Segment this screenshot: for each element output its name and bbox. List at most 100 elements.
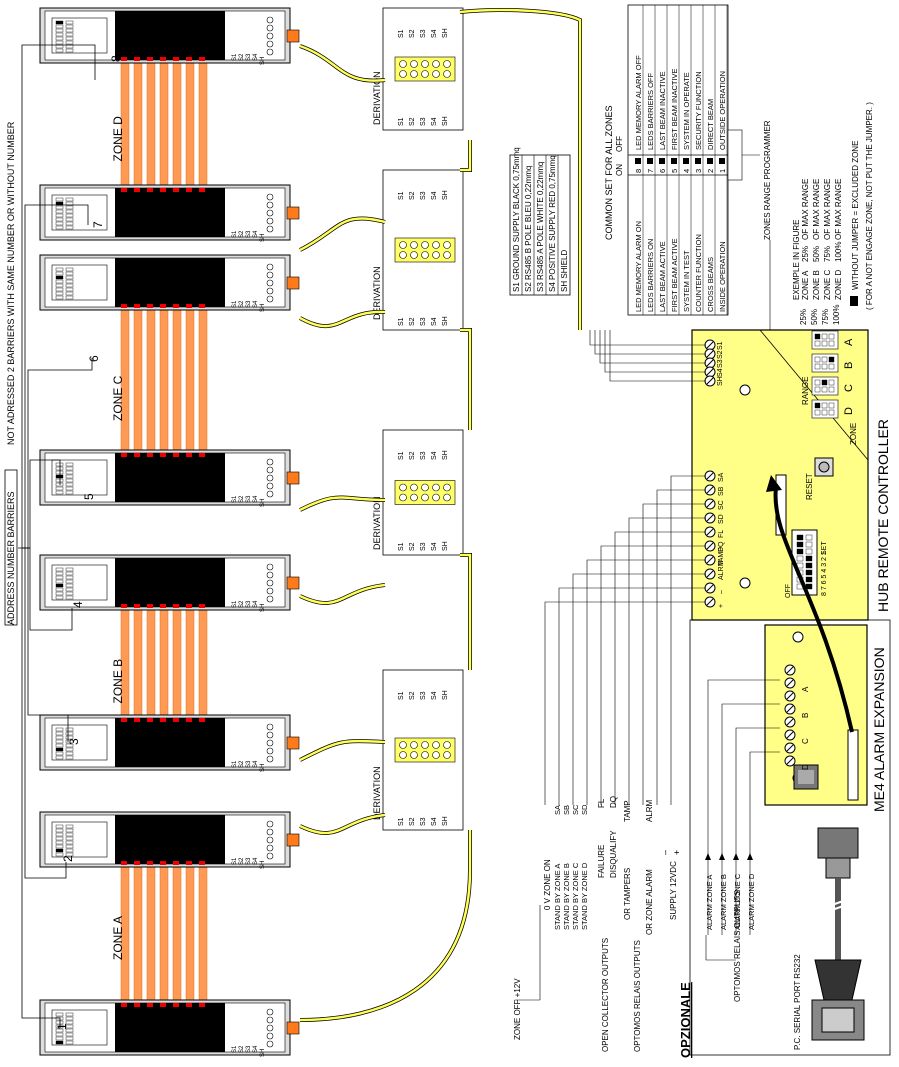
barrier-terminal-sh: SH xyxy=(260,764,266,772)
beam xyxy=(146,849,156,1021)
cable xyxy=(299,739,386,762)
derivation-terminal-s4: S4 xyxy=(431,542,438,551)
supply-label: SUPPLY 12VDC xyxy=(669,861,678,920)
dip-num-7: 7 xyxy=(646,169,655,173)
dip-on-1: INSIDE OPERATION xyxy=(718,241,727,312)
barrier-terminal-sh: SH xyxy=(260,861,266,869)
barrier-terminal-s4: S4 xyxy=(253,495,259,503)
beam xyxy=(172,849,182,1021)
standby-label: STAND BY ZONE B xyxy=(562,863,571,930)
beam xyxy=(198,849,208,1021)
derivation-terminal-s1: S1 xyxy=(398,117,405,126)
range-row-zone: ZONE C xyxy=(823,270,832,300)
barrier-number-4: 4 xyxy=(71,601,85,608)
barrier-terminal-s2: S2 xyxy=(239,857,245,865)
hub-zone-label: ZONE xyxy=(849,423,858,445)
zone-off-label: ZONE OFF +12V xyxy=(513,978,522,1040)
dip-on-5: FIRST BEAM ACTIVE xyxy=(670,238,679,312)
hub-zone-d: D xyxy=(843,407,855,415)
barrier-terminal-sh: SH xyxy=(260,304,266,312)
derivation-terminal-sh: SH xyxy=(442,541,449,551)
range-row-zone: ZONE D xyxy=(834,270,843,300)
range-scale-1: 50% xyxy=(810,309,819,325)
dip-on-2: CROSS BEAMS xyxy=(706,257,715,312)
optomos-label-2: OPTOMOS RELAIS OUTPUTS xyxy=(733,890,742,1002)
derivation-terminal-s4: S4 xyxy=(431,817,438,826)
dip-num-8: 8 xyxy=(634,169,643,173)
barrier-terminal-s3: S3 xyxy=(246,495,252,503)
wire-row-s2: S2 RS485 B POLE BLEU 0,22mmq xyxy=(524,166,533,292)
hub-bottom-terminal: DQ xyxy=(718,541,725,552)
barrier-terminal-sh: SH xyxy=(260,234,266,242)
hub-dip-digits: 8 7 6 5 4 3 2 1 xyxy=(821,551,828,596)
barrier-terminal-s3: S3 xyxy=(246,300,252,308)
barrier-number-8: 8 xyxy=(109,55,123,62)
derivation-terminal-s2: S2 xyxy=(409,191,416,200)
beam xyxy=(133,849,143,1021)
range-programmer-title: ZONES RANGE PROGRAMMER xyxy=(763,120,772,240)
barrier-terminal-s3: S3 xyxy=(246,857,252,865)
dip-num-6: 6 xyxy=(658,169,667,173)
wire-row-sh: SH SHIELD xyxy=(560,250,569,292)
alarm-zone-label: ALARM ZONE B xyxy=(719,874,728,930)
hub-top-terminal-sh: SH xyxy=(717,376,724,386)
derivation-terminal-sh: SH xyxy=(442,28,449,38)
range-row-zone: ZONE B xyxy=(812,270,821,300)
barrier-terminal-s3: S3 xyxy=(246,53,252,61)
barrier-terminal-sh: SH xyxy=(260,1049,266,1057)
zone-a-label: ZONE A xyxy=(111,916,125,960)
wire-row-s1: S1 GROUND SUPPLY BLACK 0,75mmq xyxy=(512,147,521,292)
barrier-terminal-s1: S1 xyxy=(232,600,238,608)
derivation-terminal-s3: S3 xyxy=(420,117,427,126)
dip-off-8: LED MEMORY ALARM OFF xyxy=(634,55,643,150)
cable xyxy=(460,553,472,670)
hub-top-terminal-s1: S1 xyxy=(717,341,724,350)
barrier-terminal-s4: S4 xyxy=(253,230,259,238)
derivation-terminal-s4: S4 xyxy=(431,691,438,700)
range-row-pct: 25% xyxy=(801,246,810,262)
hub-zone-b: B xyxy=(843,362,855,369)
barrier-terminal-s1: S1 xyxy=(232,300,238,308)
alarm-zone-label: ALARM ZONE D xyxy=(747,873,756,930)
address-notes: ADDRESS NUMBER BARRIERS NOT ADRESSED 2 B… xyxy=(4,44,96,1028)
range-scale-2: 75% xyxy=(821,309,830,325)
dip-off-6: LAST BEAM INACTIVE xyxy=(658,71,667,150)
derivation-terminal-s4: S4 xyxy=(431,117,438,126)
cable-core xyxy=(299,583,386,605)
hub-top-terminal-s2: S2 xyxy=(717,350,724,359)
barrier-terminal-s3: S3 xyxy=(246,230,252,238)
barrier-terminal-s4: S4 xyxy=(253,857,259,865)
barrier-terminal-s4: S4 xyxy=(253,600,259,608)
hub-bottom-terminal: + xyxy=(718,604,725,608)
derivation-terminal-s2: S2 xyxy=(409,29,416,38)
barrier-terminal-s2: S2 xyxy=(239,230,245,238)
hub-bottom-terminal: SD xyxy=(718,514,725,524)
barrier-terminal-s1: S1 xyxy=(232,230,238,238)
hub-bottom-terminal: SC xyxy=(718,500,725,510)
dip-num-4: 4 xyxy=(682,169,691,173)
range-row-desc: OF MAX RANGE xyxy=(834,179,843,240)
dip-on-4: SYSTEM IN TEST xyxy=(682,250,691,312)
hub-top-terminal-s3: S3 xyxy=(717,359,724,368)
expansion-letter-c: C xyxy=(801,738,810,744)
barrier-terminal-s2: S2 xyxy=(239,760,245,768)
cable-core xyxy=(299,310,386,328)
standby-code: SD xyxy=(580,804,589,815)
derivation-terminal-s4: S4 xyxy=(431,191,438,200)
alrm-code: ALRM xyxy=(645,799,654,822)
barrier-terminal-s2: S2 xyxy=(239,53,245,61)
derivation-terminal-s2: S2 xyxy=(409,817,416,826)
barrier-terminal-sh: SH xyxy=(260,604,266,612)
dip-on-label: ON xyxy=(615,164,624,176)
barrier-number-7: 7 xyxy=(91,221,105,228)
